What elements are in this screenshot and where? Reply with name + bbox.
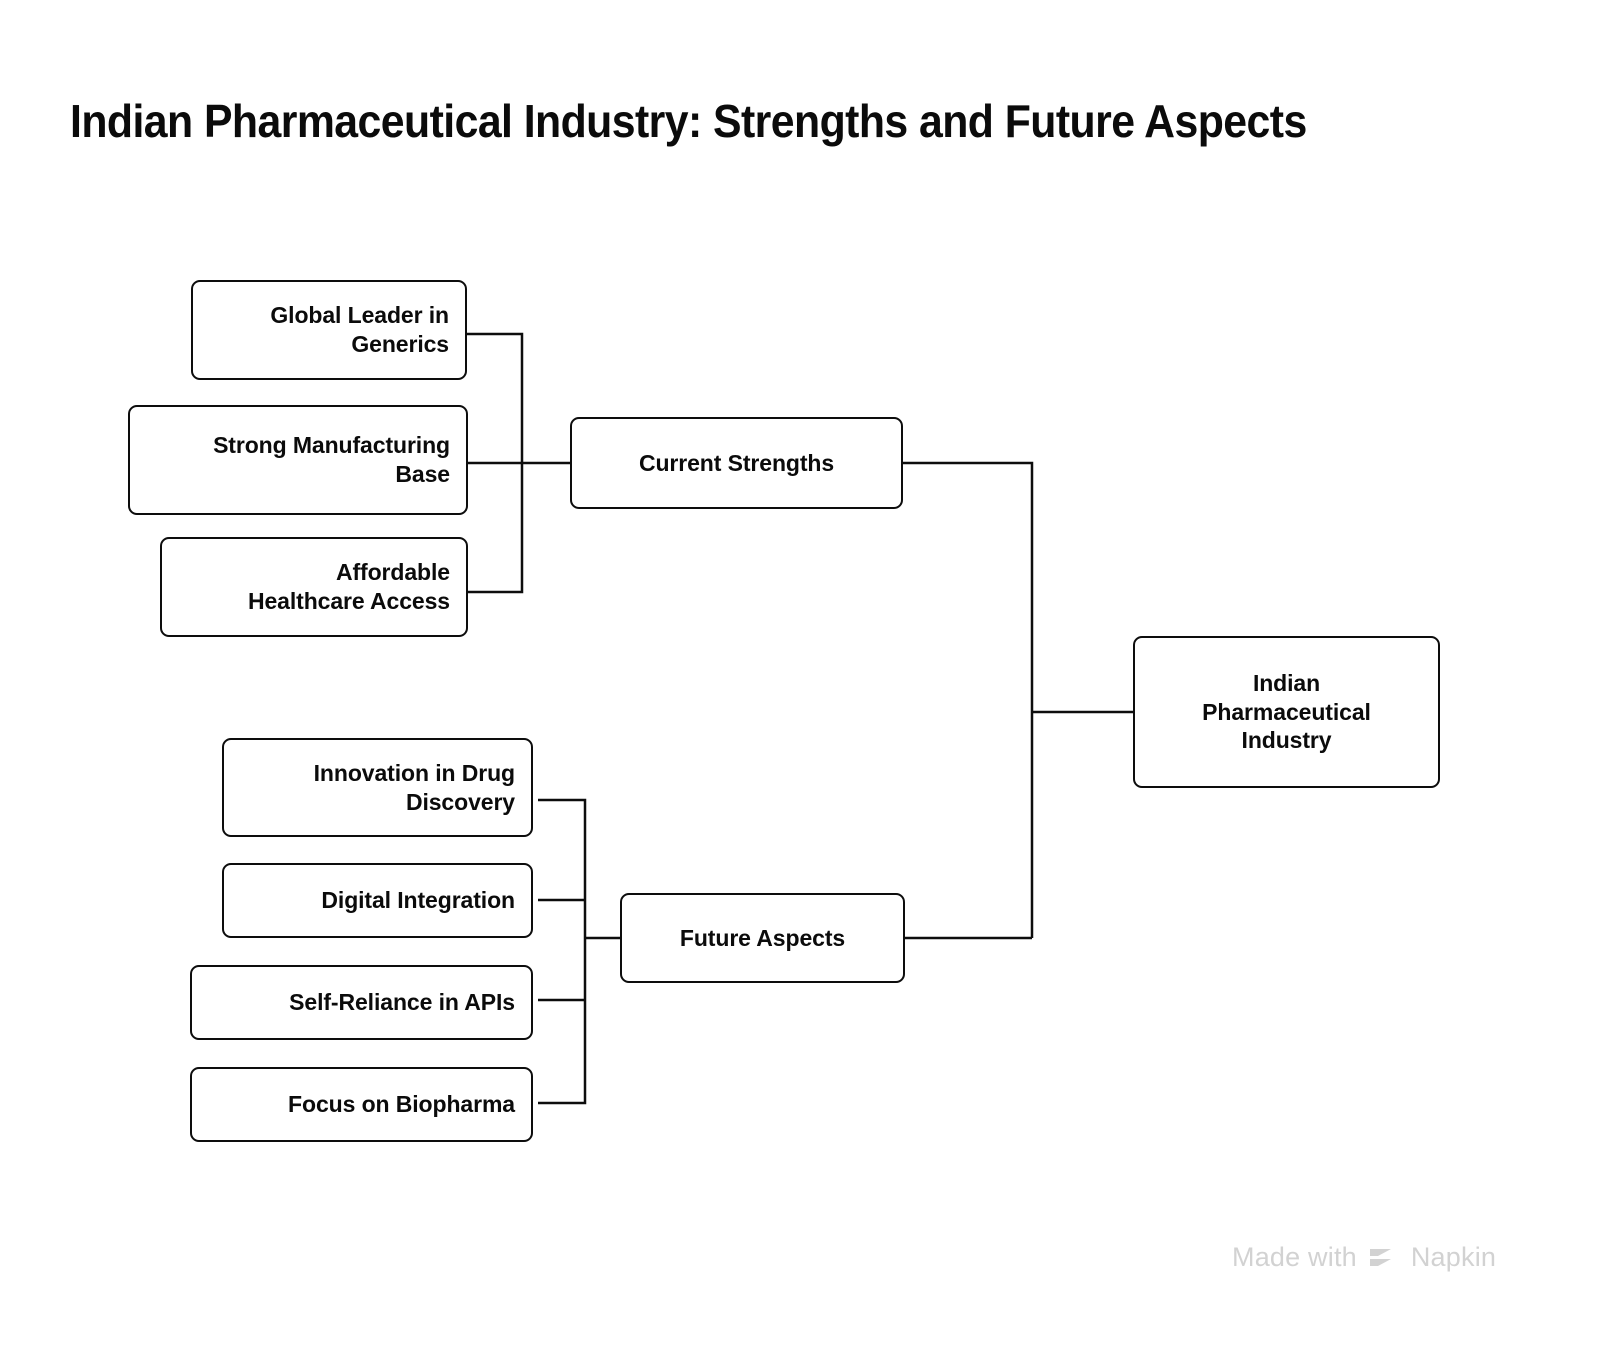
node-label: Self-Reliance in APIs (289, 989, 515, 1016)
node-label: Current Strengths (638, 449, 835, 476)
watermark-brand-label: Napkin (1410, 1242, 1497, 1272)
watermark: Made with Napkin (1232, 1242, 1496, 1273)
napkin-logo-icon (1369, 1245, 1399, 1271)
node-current-strengths[interactable]: Current Strengths (570, 417, 903, 509)
node-label: Future Aspects (679, 924, 846, 951)
node-future-aspects[interactable]: Future Aspects (620, 893, 905, 983)
node-focus-on-biopharma[interactable]: Focus on Biopharma (190, 1067, 533, 1142)
watermark-made-with-label: Made with (1232, 1242, 1357, 1272)
bracket-future-aspects (538, 798, 587, 1105)
node-digital-integration[interactable]: Digital Integration (222, 863, 533, 938)
page-title: Indian Pharmaceutical Industry: Strength… (70, 95, 1307, 147)
spine-root (903, 461, 1034, 938)
bracket-current-strengths (467, 332, 524, 594)
node-label: Digital Integration (321, 887, 515, 914)
node-label: Focus on Biopharma (288, 1091, 515, 1118)
node-self-reliance-in-apis[interactable]: Self-Reliance in APIs (190, 965, 533, 1040)
